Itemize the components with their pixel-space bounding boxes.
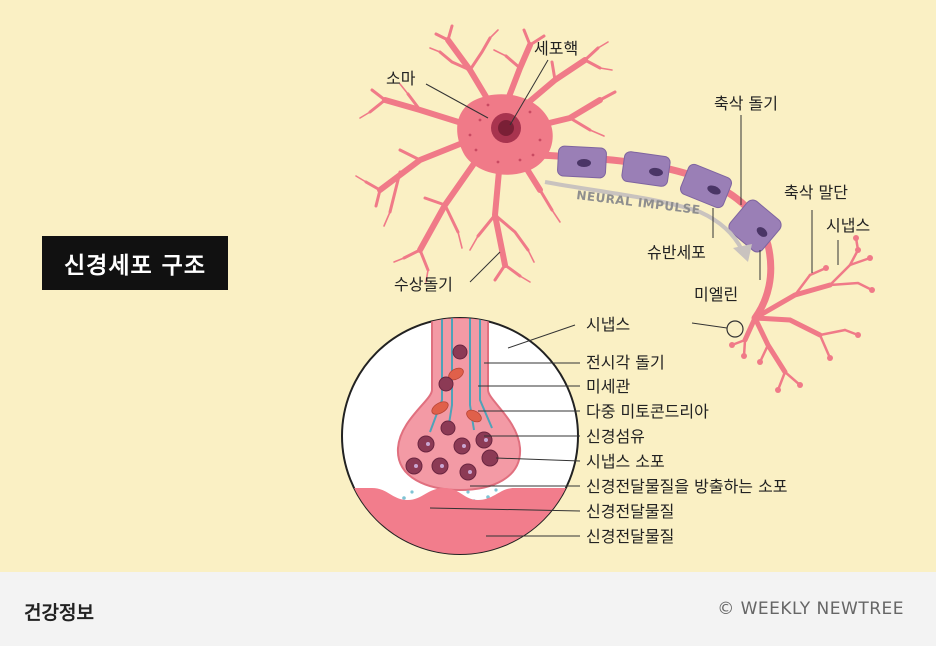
footer-copyright: © WEEKLY NEWTREE xyxy=(717,599,904,619)
detail-label: 다중 미토콘드리아 xyxy=(586,402,709,421)
myelin-sheaths xyxy=(557,145,782,253)
neuron-diagram: NEURAL IMPULSE xyxy=(341,24,875,555)
schwann-cell-nuclei xyxy=(577,159,768,237)
synapse-marker xyxy=(726,320,744,338)
label-soma: 소마 xyxy=(386,69,416,88)
label-schwann-cell: 슈반세포 xyxy=(647,243,706,262)
detail-label: 신경전달물질 xyxy=(586,502,674,521)
diagram-canvas: 신경세포 구조 xyxy=(0,0,936,572)
footer-category: 건강정보 xyxy=(24,602,94,624)
synapse-lens xyxy=(341,317,579,555)
axon-terminal xyxy=(726,235,875,393)
nucleus xyxy=(491,113,521,143)
detail-label: 전시각 돌기 xyxy=(586,353,665,372)
label-synapse-top: 시냅스 xyxy=(826,216,870,235)
detail-label: 신경전달물질 xyxy=(586,527,674,546)
detail-label: 시냅스 소포 xyxy=(586,452,665,471)
label-dendrite: 수상돌기 xyxy=(394,275,453,294)
diagram-title: 신경세포 구조 xyxy=(42,236,228,290)
detail-label: 미세관 xyxy=(586,377,630,396)
labels: 소마 세포핵 축삭 돌기 축삭 말단 시냅스 슈반세포 미엘린 수상돌기 시냅스… xyxy=(386,39,870,546)
label-nucleus: 세포핵 xyxy=(534,39,578,58)
label-axon: 축삭 돌기 xyxy=(714,94,778,113)
dendrites xyxy=(355,24,617,283)
label-axon-terminal: 축삭 말단 xyxy=(784,183,848,202)
label-myelin: 미엘린 xyxy=(694,285,738,304)
detail-label: 시냅스 xyxy=(586,315,630,334)
detail-label: 신경전달물질을 방출하는 소포 xyxy=(586,477,788,496)
leader-lines xyxy=(425,59,839,537)
detail-label: 신경섬유 xyxy=(586,427,645,446)
axon xyxy=(536,145,782,322)
footer-bar: 건강정보 © WEEKLY NEWTREE xyxy=(0,572,936,646)
